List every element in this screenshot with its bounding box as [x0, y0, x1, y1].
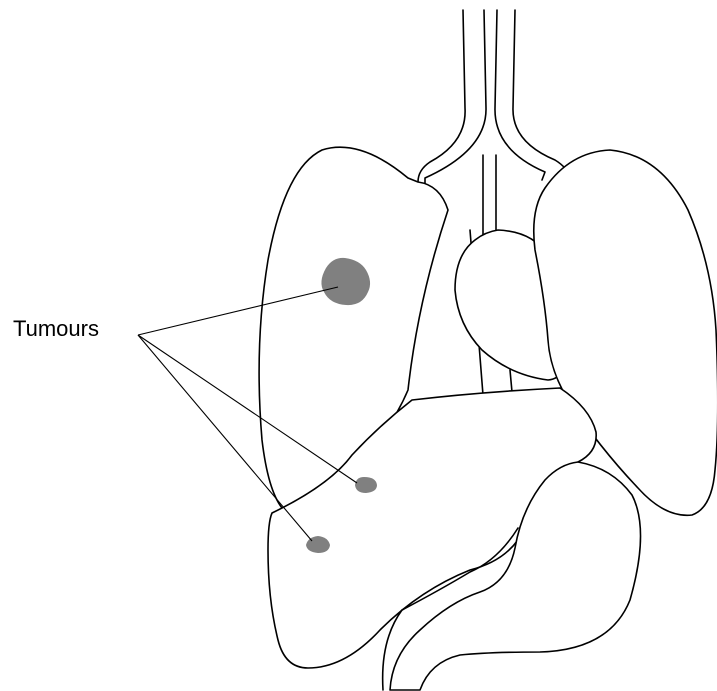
trachea: [418, 10, 570, 195]
tumour-liver-upper: [355, 477, 377, 493]
tumours-label: Tumours: [13, 316, 99, 341]
